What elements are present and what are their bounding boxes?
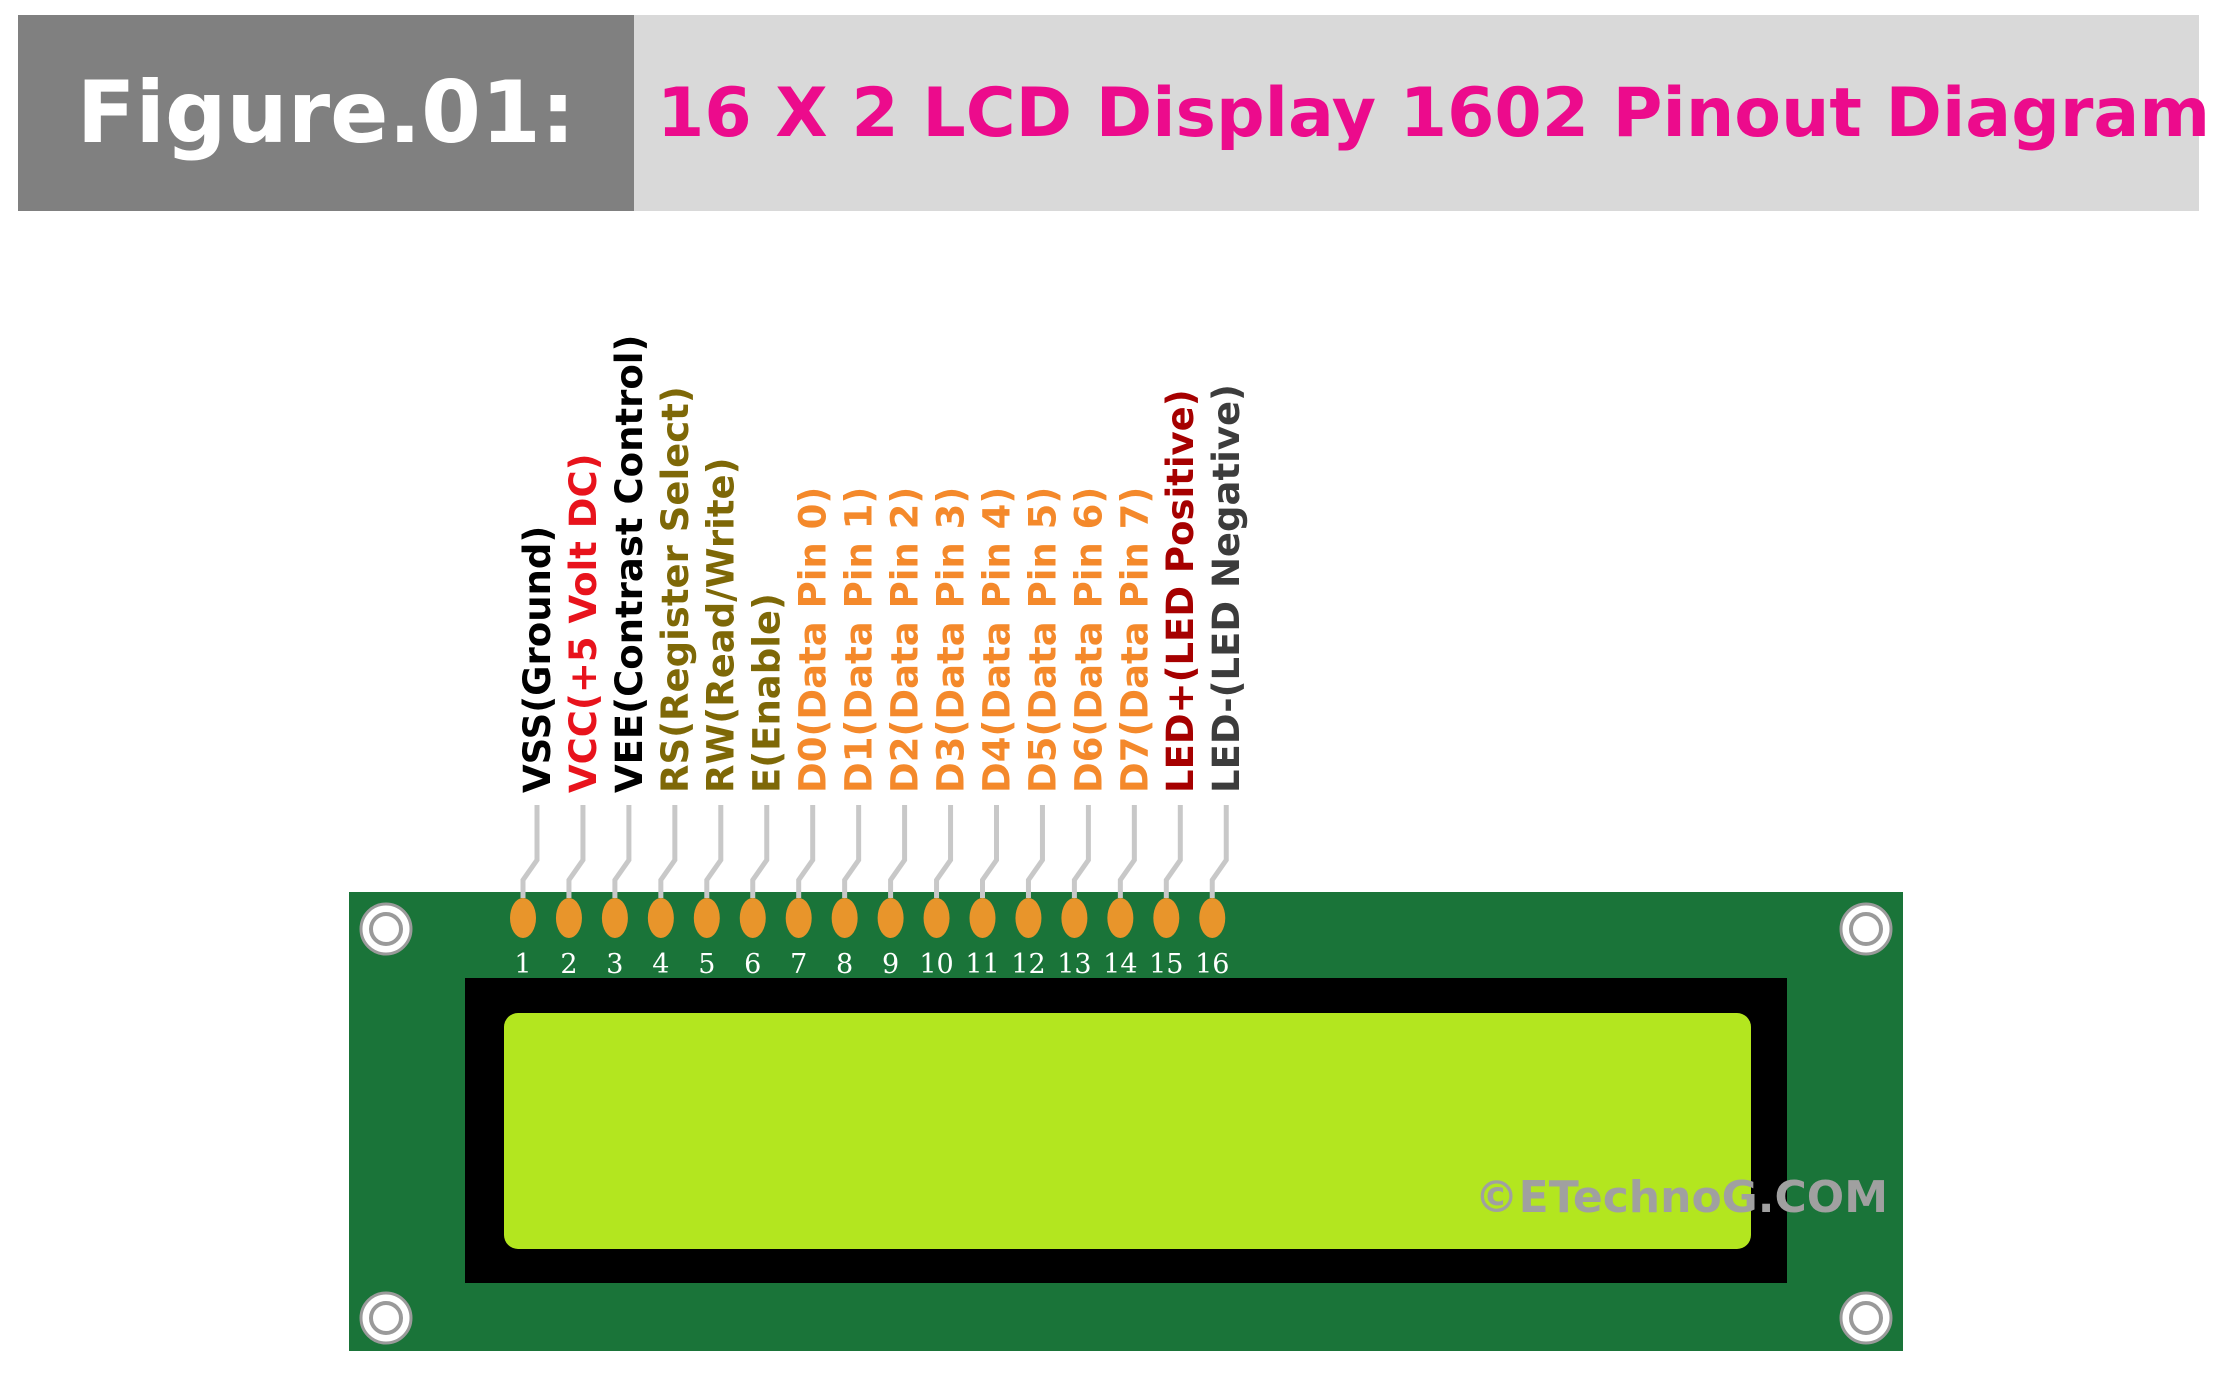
pin-label: D2(Data Pin 2) [884,487,927,793]
pin-number: 6 [744,949,761,980]
pin-pad [693,898,720,938]
pin-pad [1015,898,1042,938]
pin-pad [555,898,582,938]
pin-number: 2 [560,949,577,980]
pin-14: 14 D7(Data Pin 7) [1103,487,1156,980]
pin-number: 7 [790,949,807,980]
pin-lead [1163,805,1183,898]
pin-lead [566,805,586,898]
pin-number: 16 [1195,949,1229,980]
pin-number: 1 [514,949,531,980]
pin-number: 4 [652,949,669,980]
pin-15: 15 LED+(LED Positive) [1149,389,1202,980]
pin-5: 5 RW(Read/Write) [693,457,743,980]
pin-label: VEE(Contrast Control) [608,335,651,793]
pin-label: D3(Data Pin 3) [930,487,973,793]
pin-lead [704,805,724,898]
pin-label: LED+(LED Positive) [1159,389,1202,793]
pin-label: D0(Data Pin 0) [792,487,835,793]
mounting-hole-bottom-left [359,1291,413,1345]
pin-lead [612,805,632,898]
pin-label: E(Enable) [746,593,789,793]
pin-8: 8 D1(Data Pin 1) [831,487,881,980]
pin-number: 15 [1149,949,1183,980]
pin-lead [658,805,678,898]
figure-label: Figure.01: [76,63,576,163]
pin-label: D5(Data Pin 5) [1021,487,1064,793]
pin-lead [1071,805,1091,898]
pin-pad [969,898,996,938]
pin-9: 9 D2(Data Pin 2) [877,487,927,980]
pin-label: RS(Register Select) [654,386,697,793]
pin-lead [888,805,908,898]
figure-title-bar: 16 X 2 LCD Display 1602 Pinout Diagram [634,15,2210,211]
pin-pad [1107,898,1134,938]
pin-number: 9 [882,949,899,980]
pin-number: 8 [836,949,853,980]
pin-lead [750,805,770,898]
pin-pad [877,898,904,938]
mounting-hole-top-left [359,902,413,956]
pin-lead [1025,805,1045,898]
pin-7: 7 D0(Data Pin 0) [785,487,835,980]
pin-pad [510,898,536,938]
pin-lead [934,805,954,898]
pin-label: D7(Data Pin 7) [1113,487,1156,793]
pin-lead [1209,805,1229,898]
pin-pad [739,898,766,938]
pin-lead [520,805,540,898]
pin-lead [842,805,862,898]
watermark: ©ETechnoG.COM [1475,1172,1888,1223]
pin-2: 2 VCC(+5 Volt DC) [555,453,605,980]
pin-label: RW(Read/Write) [700,457,743,793]
lcd-screen [504,1013,1751,1249]
figure-label-badge: Figure.01: [18,15,634,211]
pin-16: 16 LED-(LED Negative) [1195,384,1248,980]
pin-lead [1117,805,1137,898]
pin-pad [923,898,950,938]
pin-label: LED-(LED Negative) [1205,384,1248,793]
pin-number: 10 [919,949,953,980]
pin-pad [1153,898,1180,938]
pin-number: 5 [698,949,715,980]
pin-number: 13 [1057,949,1091,980]
pin-pad [1061,898,1088,938]
pin-label: VCC(+5 Volt DC) [562,453,605,793]
pin-label: D1(Data Pin 1) [838,487,881,793]
pin-12: 12 D5(Data Pin 5) [1011,487,1064,980]
pin-label: D6(Data Pin 6) [1067,487,1110,793]
pin-11: 11 D4(Data Pin 4) [965,487,1018,980]
pins-group: 1 VSS(Ground) 2 VCC(+5 Volt DC) 3 VEE(Contras… [510,335,1248,980]
pin-lead [796,805,816,898]
pin-pad [831,898,858,938]
pin-number: 14 [1103,949,1137,980]
pin-13: 13 D6(Data Pin 6) [1057,487,1110,980]
pin-pad [1199,898,1226,938]
pin-number: 12 [1011,949,1045,980]
pin-6: 6 E(Enable) [739,593,789,980]
pin-10: 10 D3(Data Pin 3) [919,487,972,980]
pin-4: 4 RS(Register Select) [647,386,697,980]
mounting-hole-bottom-right [1839,1291,1893,1345]
pin-label: VSS(Ground) [516,526,559,793]
pin-1: 1 VSS(Ground) [510,526,559,980]
pin-3: 3 VEE(Contrast Control) [601,335,651,980]
pin-number: 11 [965,949,999,980]
pin-number: 3 [606,949,623,980]
mounting-hole-top-right [1839,902,1893,956]
pin-lead [980,805,999,898]
pin-pad [785,898,812,938]
pin-pad [647,898,674,938]
figure-title: 16 X 2 LCD Display 1602 Pinout Diagram [657,73,2211,153]
pin-pad [601,898,628,938]
pin-label: D4(Data Pin 4) [975,487,1018,793]
